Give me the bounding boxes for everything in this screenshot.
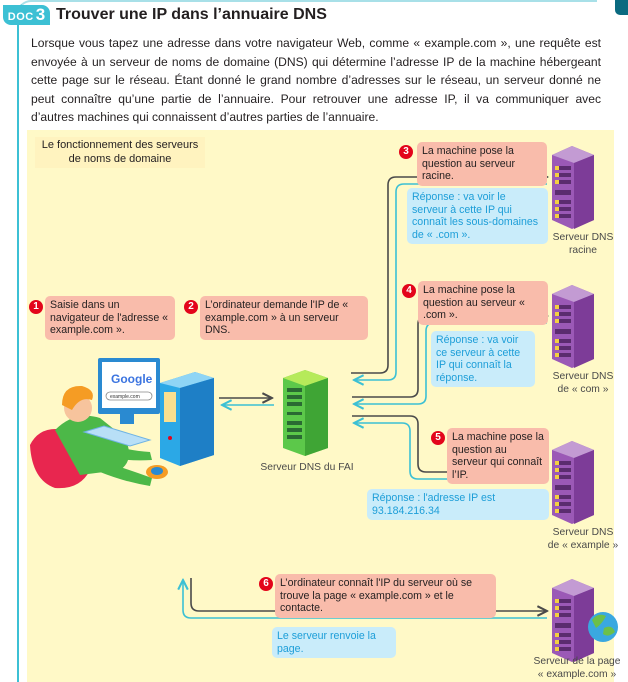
request-arrow-to-web-server	[190, 578, 547, 611]
server-caption-fai: Serveur DNS du FAI	[252, 462, 362, 475]
step-badge-4: 4	[402, 284, 416, 298]
server-caption-web-line2: « example.com »	[537, 668, 617, 680]
step-bubble-3: La machine pose la question au serveur r…	[417, 142, 547, 186]
step-badge-2: 2	[184, 300, 198, 314]
step-badge-1: 1	[29, 300, 43, 314]
response-bubble-2: Réponse : va voir ce serveur à cette IP …	[431, 331, 535, 387]
response-bubble-3: Réponse : l'adresse IP est 93.184.216.34	[367, 489, 549, 520]
browser-search-value: example.com	[110, 394, 140, 400]
document-intro: Lorsque vous tapez une adresse dans votr…	[31, 36, 601, 124]
server-caption-example-line2: de « example »	[547, 539, 619, 551]
globe-icon	[588, 612, 618, 642]
step-bubble-6: L’ordinateur connaît l'IP du serveur où …	[275, 574, 496, 618]
diagram-title: Le fonctionnement des serveurs de noms d…	[35, 137, 205, 168]
step-badge-3: 3	[399, 145, 413, 159]
server-caption-com-line1: Serveur DNS	[552, 371, 614, 382]
server-caption-web-line1: Serveur de la page	[533, 656, 621, 667]
server-caption-root-line2: racine	[568, 244, 598, 256]
web-page-server-icon	[552, 579, 594, 662]
document-title: Trouver une IP dans l’annuaire DNS	[56, 6, 327, 23]
request-arrow-to-example	[352, 415, 547, 472]
server-caption-example-line1: Serveur DNS	[552, 527, 614, 538]
response-arrow-from-root	[354, 183, 547, 380]
response-bubble-1: Réponse : va voir le serveur à cette IP …	[407, 188, 548, 244]
doc-badge-number: 3	[35, 5, 46, 24]
response-arrow-from-web-server	[183, 580, 547, 619]
dns-example-server-icon	[552, 441, 594, 524]
doc-badge: DOC 3	[3, 5, 50, 25]
response-bubble-4: Le serveur renvoie la page.	[272, 627, 396, 658]
step-badge-5: 5	[431, 431, 445, 445]
step-bubble-4: La machine pose la question au serveur «…	[418, 281, 548, 325]
step-bubble-2: L’ordinateur demande l'IP de « example.c…	[200, 296, 368, 340]
dns-fai-server-icon	[283, 370, 328, 456]
server-caption-web: Serveur de la page« example.com »	[528, 656, 626, 681]
server-caption-root-line1: Serveur DNS	[552, 232, 614, 243]
step-bubble-1: Saisie dans un navigateur de l'adresse «…	[45, 296, 175, 340]
step-bubble-5: La machine pose la question au serveur q…	[447, 428, 549, 484]
request-arrow-to-root	[351, 177, 547, 374]
server-caption-fai-text: Serveur DNS du FAI	[260, 462, 354, 473]
dns-root-server-icon	[552, 146, 594, 229]
step-badge-6: 6	[259, 577, 273, 591]
doc-badge-label: DOC	[7, 11, 34, 23]
server-caption-com-line2: de « com »	[557, 383, 609, 395]
document-frame-border	[17, 14, 19, 682]
dns-com-server-icon	[552, 285, 594, 368]
page-corner-tab	[615, 0, 628, 15]
google-logo: Google	[111, 372, 153, 386]
response-arrow-from-example	[354, 423, 547, 480]
